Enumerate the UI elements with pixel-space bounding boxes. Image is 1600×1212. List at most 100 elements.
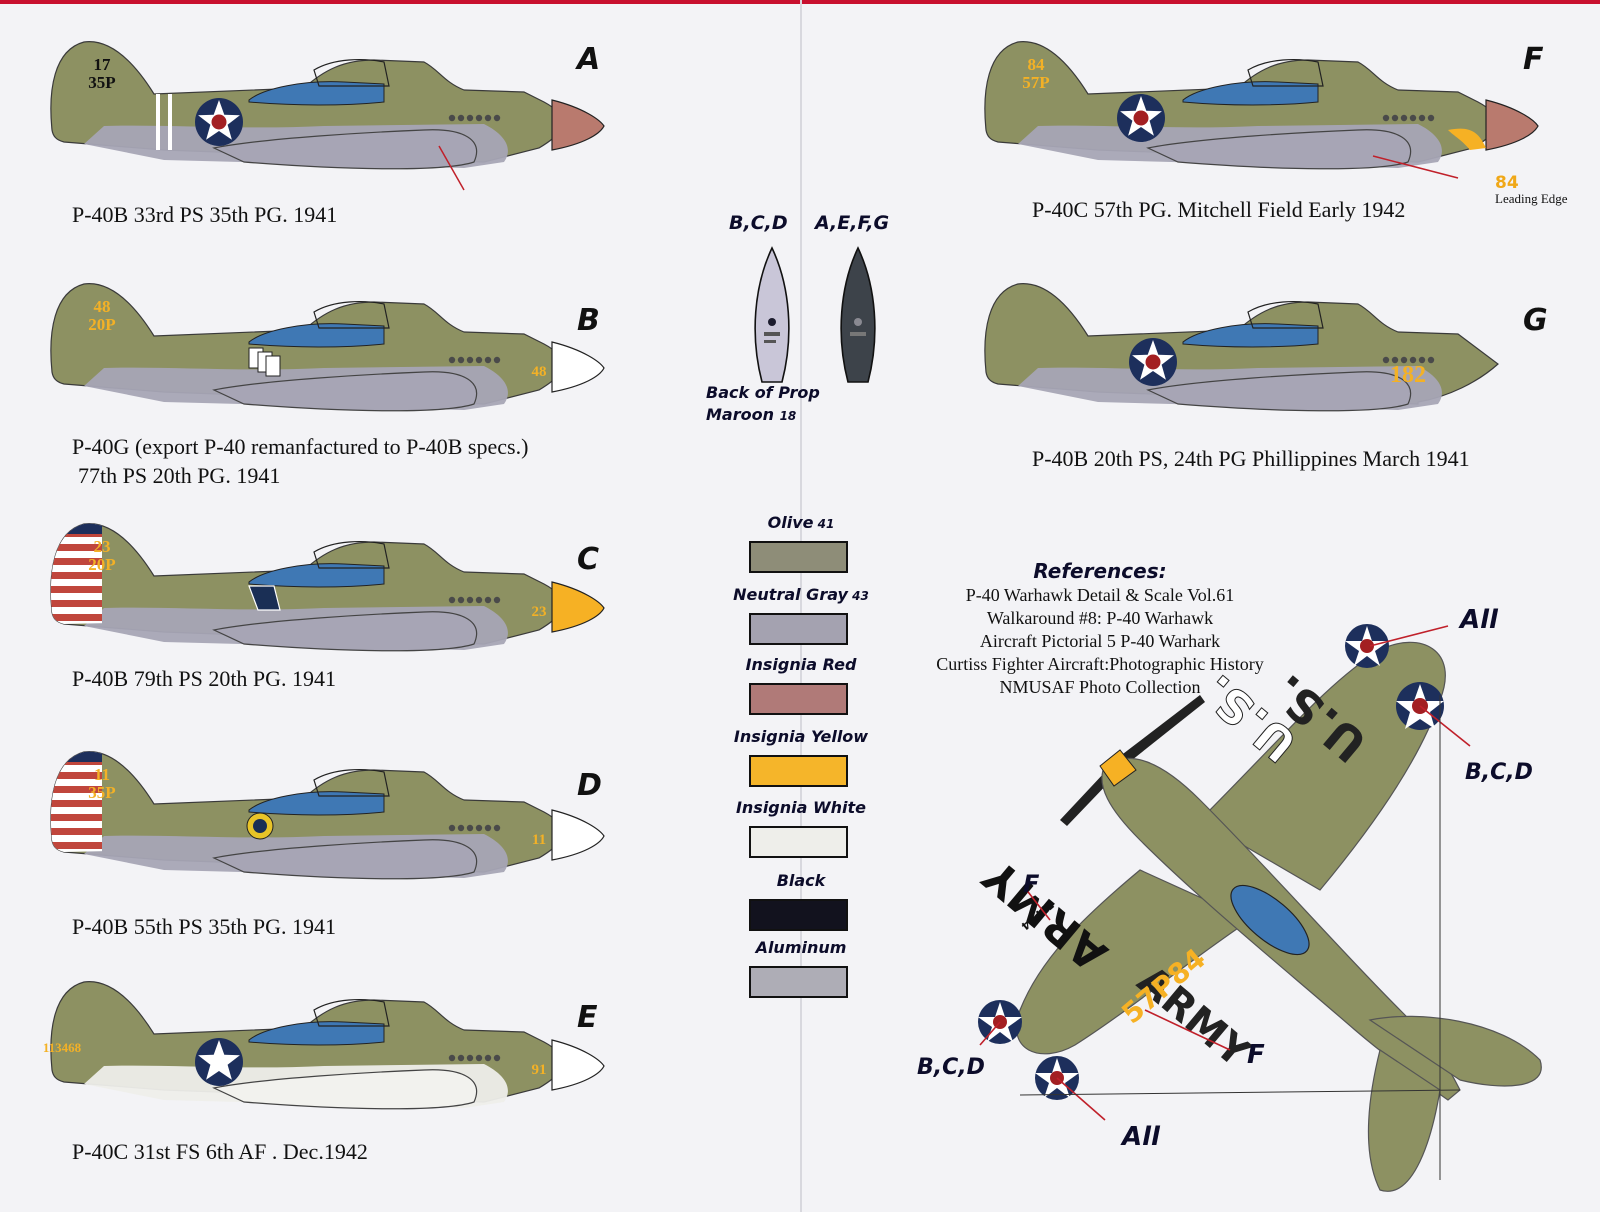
playing-cards-emblem [248,347,281,377]
tailplane-right [1368,1015,1542,1087]
planform-callout-all-top: All [1460,605,1498,635]
nose-code: 91 [532,1062,547,1078]
planform-callout-bcd-right: B,C,D [1465,760,1533,785]
canopy [1182,323,1319,348]
roundel-detached-top [1345,624,1389,668]
canopy [248,1021,385,1046]
prop-blade-light [754,246,790,383]
swatch-label: Neutral Gray 43 [733,585,869,604]
color-swatch [749,899,848,931]
nose-code: 23 [532,604,547,620]
tail-code: 20P [88,315,115,334]
references-title: References: [1033,559,1167,583]
spinner [551,809,605,861]
swatch-label: Black [776,871,826,890]
callout-code-f: 84 [1495,173,1519,193]
caption-c: P-40B 79th PS 20th PG. 1941 [72,666,337,691]
profile-plane-g: 182 [984,283,1499,412]
wing [212,371,478,412]
spinner [1485,99,1539,151]
roundel [195,98,243,146]
nose-code: 11 [532,832,546,848]
canopy [248,323,385,348]
wing [1146,371,1412,412]
tail-code: 48 [94,297,111,316]
nose-code: 182 [1390,362,1426,388]
caption-d: P-40B 55th PS 35th PG. 1941 [72,914,337,939]
color-swatch [749,613,848,645]
reference-item: NMUSAF Photo Collection [999,677,1201,697]
color-swatch [749,966,848,998]
letter-c: C [577,542,600,577]
planform-view: U.S. U.S. ARMY ARMY 57P84 57P84 [973,624,1542,1192]
letter-d: D [577,768,602,803]
cowl-yellow [1448,128,1486,150]
references: References: P-40 Warhawk Detail & Scale … [890,558,1310,699]
spinner [1099,749,1137,787]
wing [212,1069,478,1110]
tail-code: 17 [94,55,112,74]
caption-b: P-40G (export P-40 remanfactured to P-40… [72,434,529,488]
tail-code: 113468 [43,1040,82,1055]
spinner [551,341,605,393]
letter-f: F [1523,42,1544,77]
prop-blade-dark [840,246,876,383]
wing [212,129,478,170]
prop-blade-bottom [1060,772,1113,826]
caption-f: P-40C 57th PG. Mitchell Field Early 1942 [1032,197,1406,222]
planform-callout-bcd-left: B,C,D [917,1055,985,1080]
profile-plane-e: 113468 91 [43,981,605,1110]
reference-item: Walkaround #8: P-40 Warhawk [986,608,1214,628]
roundel [1129,338,1177,386]
tail-code: 35P [88,783,115,802]
swatch-label: Insignia Red [745,655,857,674]
letter-g: G [1523,303,1548,338]
color-swatch [749,755,848,787]
squadron-badge [246,812,274,840]
wing [212,839,478,880]
caption-a: P-40B 33rd PS 35th PG. 1941 [72,202,338,227]
swatch-label: Aluminum [755,938,847,957]
letter-e: E [577,1000,598,1035]
wing-right [1199,641,1446,891]
tail-code: 23 [94,537,111,556]
canopy [248,791,385,816]
wing [1146,129,1412,170]
tailplane-left [1367,1049,1441,1192]
reference-item: Curtiss Fighter Aircraft:Photographic Hi… [936,654,1264,674]
reference-item: P-40 Warhawk Detail & Scale Vol.61 [965,585,1235,605]
letter-b: B [577,303,600,338]
prop-note-line1: Back of Prop [706,383,820,402]
canopy [248,563,385,588]
tail-code: 84 [1028,55,1046,74]
caption-e: P-40C 31st FS 6th AF . Dec.1942 [72,1139,368,1164]
prop-note-line2: Maroon 18 [706,405,797,424]
roundel [195,1038,243,1086]
planform-callout-all-bottom: All [1122,1122,1160,1152]
wing [212,611,478,652]
squadron-emblem [248,585,281,611]
color-swatch [749,541,848,573]
swatch-label: Insignia Yellow [733,727,869,746]
prop-blade-top [1115,695,1205,768]
tail-code: 20P [88,555,115,574]
wing-left [1015,869,1252,1055]
color-swatch [749,826,848,858]
spinner [551,99,605,151]
prop-group-left: B,C,D [729,212,788,234]
spinner [551,581,605,633]
swatch-label: Olive 41 [767,513,835,532]
planform-callout-f-bottom: F [1247,1040,1265,1070]
spinner [551,1039,605,1091]
callout-note-f: Leading Edge [1495,191,1568,206]
reference-item: Aircraft Pictorial 5 P-40 Warhark [979,631,1221,651]
tail-code: 11 [94,765,110,784]
caption-g: P-40B 20th PS, 24th PG Phillippines Marc… [1032,446,1470,471]
tail-code: 57P [1022,73,1049,92]
roundel [1117,94,1165,142]
letter-a: A [577,42,601,77]
tail-code: 35P [88,73,115,92]
